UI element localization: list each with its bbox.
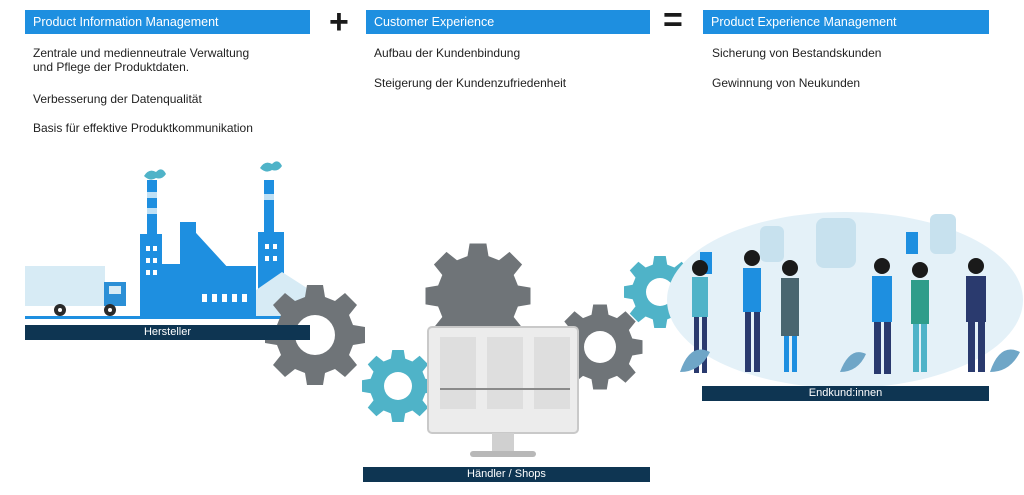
customers-label: Endkund:innen xyxy=(702,386,989,401)
smoke-right xyxy=(260,161,282,172)
pxm-point-2: Gewinnung von Neukunden xyxy=(712,76,861,90)
pim-point-1: Zentrale und medienneutrale Verwaltung u… xyxy=(33,46,249,74)
truck-trailer xyxy=(25,266,105,306)
chimney-left xyxy=(147,180,157,235)
cx-point-1: Aufbau der Kundenbindung xyxy=(374,46,521,60)
chimney-right xyxy=(264,180,274,235)
monitor-illustration xyxy=(427,326,579,457)
pxm-header: Product Experience Management xyxy=(703,10,989,34)
factory-silo xyxy=(180,222,196,316)
cx-header: Customer Experience xyxy=(366,10,650,34)
pxm-point-1: Sicherung von Bestandskunden xyxy=(712,46,882,60)
tower-left xyxy=(140,234,162,316)
factory-hall xyxy=(196,266,256,316)
pim-header: Product Information Management xyxy=(25,10,310,34)
equals-operator: = xyxy=(663,1,683,39)
customers-illustration xyxy=(667,212,1023,388)
retailers-label: Händler / Shops xyxy=(363,467,650,482)
pim-point-1-line: Zentrale und medienneutrale Verwaltung u… xyxy=(33,46,250,74)
plus-operator: + xyxy=(329,3,349,41)
factory-illustration xyxy=(25,161,310,319)
smoke-left xyxy=(144,169,166,180)
manufacturer-label: Hersteller xyxy=(25,325,310,340)
cx-point-2: Steigerung der Kundenzufriedenheit xyxy=(374,76,567,90)
pim-point-2: Verbesserung der Datenqualität xyxy=(33,92,202,106)
pim-point-3: Basis für effektive Produktkommunikation xyxy=(33,121,253,135)
